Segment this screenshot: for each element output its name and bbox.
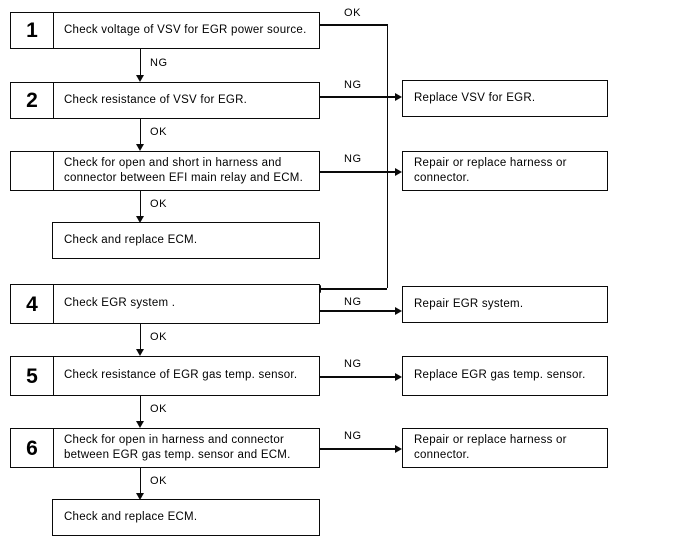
action-text-repair-harness-lower: Repair or replace harness or connector. <box>414 433 567 462</box>
action-box-repair-harness-lower[interactable]: Repair or replace harness or connector. <box>402 428 608 468</box>
edge-label-ng-3: NG <box>344 153 362 165</box>
step-text-4: Check EGR system . <box>64 297 176 310</box>
edge-ng-3-horizontal <box>320 171 398 173</box>
step-text-6: Check for open in harness and connector … <box>64 433 291 462</box>
edge-label-ng-5: NG <box>344 358 362 370</box>
action-box-replace-vsv[interactable]: Replace VSV for EGR. <box>402 80 608 117</box>
edge-ok-6-arrowhead <box>136 493 144 500</box>
edge-ok-1-vertical <box>386 24 388 288</box>
edge-ng-1-arrowhead <box>136 75 144 82</box>
step-number-5: 5 <box>11 357 54 395</box>
terminal-text-ecm-lower: Check and replace ECM. <box>64 510 198 523</box>
step-box-5[interactable]: 5 Check resistance of EGR gas temp. sens… <box>10 356 320 396</box>
edge-ng-3-arrowhead <box>395 167 402 176</box>
action-text-replace-vsv: Replace VSV for EGR. <box>414 91 536 104</box>
edge-ng-2-arrowhead <box>395 92 402 101</box>
step-text-5: Check resistance of EGR gas temp. sensor… <box>64 369 298 382</box>
action-box-replace-egr-sensor[interactable]: Replace EGR gas temp. sensor. <box>402 356 608 396</box>
edge-ok-5-arrowhead <box>136 421 144 428</box>
edge-ok-2-vertical <box>139 119 141 145</box>
edge-ok-1-horizontal <box>320 24 388 26</box>
terminal-box-ecm-lower[interactable]: Check and replace ECM. <box>52 499 320 536</box>
edge-ok-6-vertical <box>139 468 141 494</box>
terminal-text-ecm-upper: Check and replace ECM. <box>64 233 198 246</box>
edge-ng-4-arrowhead <box>395 306 402 315</box>
edge-ok-4-vertical <box>139 324 141 350</box>
edge-label-ng-1: NG <box>150 57 168 69</box>
step-box-6[interactable]: 6 Check for open in harness and connecto… <box>10 428 320 468</box>
edge-label-ng-6: NG <box>344 430 362 442</box>
action-box-repair-egr-system[interactable]: Repair EGR system. <box>402 286 608 323</box>
edge-ok-5-vertical <box>139 396 141 422</box>
edge-ok-3-arrowhead <box>136 216 144 223</box>
edge-ng-6-arrowhead <box>395 444 402 453</box>
edge-label-ok-6: OK <box>150 475 168 487</box>
step-number-3 <box>11 152 54 190</box>
step-text-3: Check for open and short in harness and … <box>64 156 304 185</box>
edge-label-ng-4: NG <box>344 296 362 308</box>
terminal-box-ecm-upper[interactable]: Check and replace ECM. <box>52 222 320 259</box>
step-number-6: 6 <box>11 429 54 467</box>
step-box-2[interactable]: 2 Check resistance of VSV for EGR. <box>10 82 320 119</box>
edge-ok-2-arrowhead <box>136 144 144 151</box>
step-box-4[interactable]: 4 Check EGR system . <box>10 284 320 324</box>
action-text-replace-egr-sensor: Replace EGR gas temp. sensor. <box>414 369 586 382</box>
edge-label-ok-3: OK <box>150 198 168 210</box>
edge-label-ng-2: NG <box>344 79 362 91</box>
edge-ok-1-return-horizontal <box>318 288 387 290</box>
step-number-1: 1 <box>11 13 54 48</box>
edge-ng-2-horizontal <box>320 96 398 98</box>
edge-label-ok-4: OK <box>150 331 168 343</box>
edge-ng-5-arrowhead <box>395 372 402 381</box>
step-number-2: 2 <box>11 83 54 118</box>
step-number-4: 4 <box>11 285 54 323</box>
action-text-repair-harness-upper: Repair or replace harness or connector. <box>414 156 567 185</box>
action-text-repair-egr-system: Repair EGR system. <box>414 297 524 310</box>
edge-ok-3-vertical <box>139 191 141 217</box>
edge-label-ok-1: OK <box>344 7 362 19</box>
edge-label-ok-2: OK <box>150 126 168 138</box>
step-box-3[interactable]: Check for open and short in harness and … <box>10 151 320 191</box>
step-text-2: Check resistance of VSV for EGR. <box>64 93 248 106</box>
edge-ng-6-horizontal <box>320 448 398 450</box>
edge-ok-4-arrowhead <box>136 349 144 356</box>
step-box-1[interactable]: 1 Check voltage of VSV for EGR power sou… <box>10 12 320 49</box>
edge-ng-5-horizontal <box>320 376 398 378</box>
action-box-repair-harness-upper[interactable]: Repair or replace harness or connector. <box>402 151 608 191</box>
step-text-1: Check voltage of VSV for EGR power sourc… <box>64 23 307 36</box>
edge-ng-4-horizontal <box>320 310 398 312</box>
edge-ng-1-vertical <box>139 49 141 75</box>
edge-label-ok-5: OK <box>150 403 168 415</box>
